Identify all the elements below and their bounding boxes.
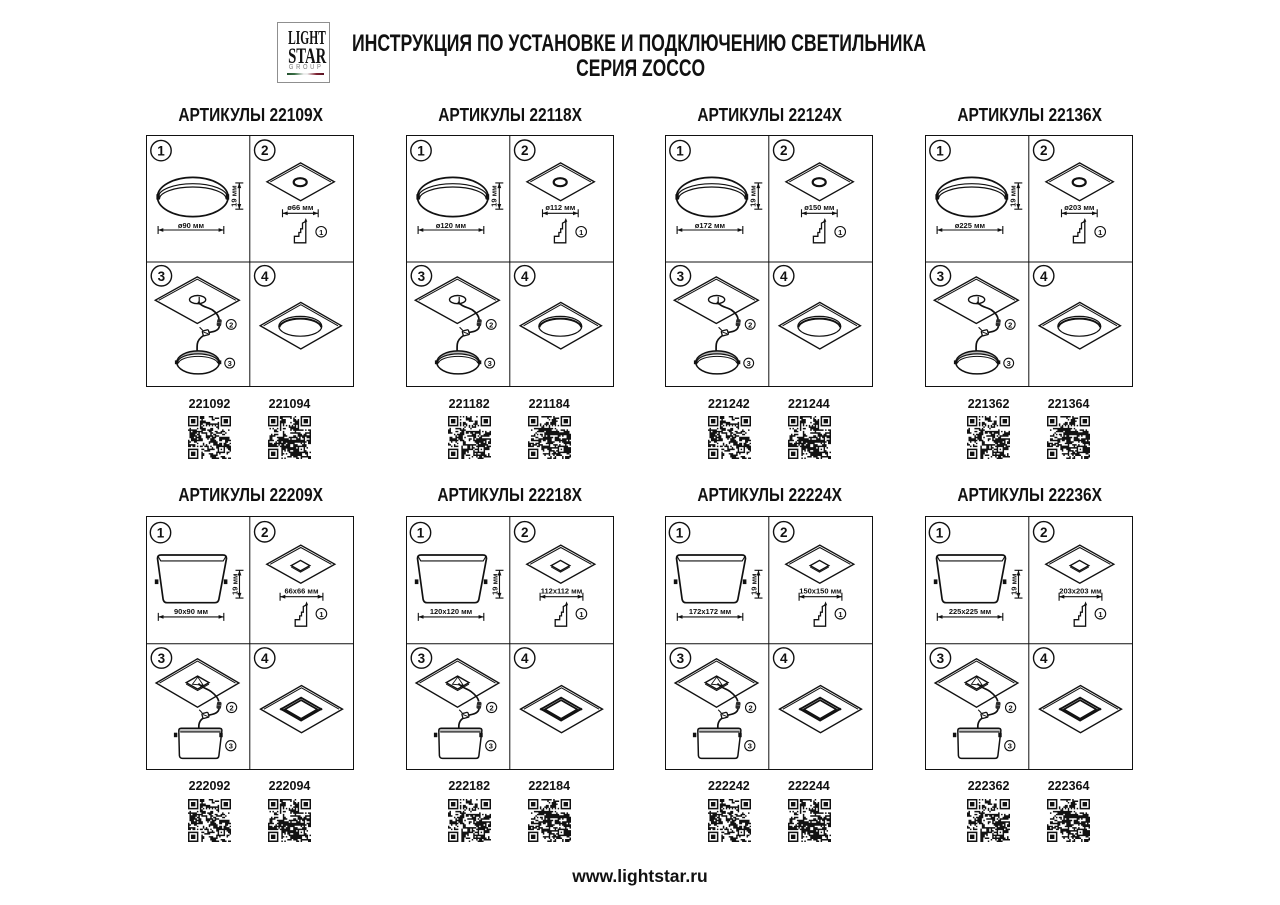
svg-text:19 мм: 19 мм xyxy=(489,185,498,207)
svg-text:3: 3 xyxy=(488,742,492,751)
svg-text:1: 1 xyxy=(839,610,843,619)
svg-text:3: 3 xyxy=(677,651,685,666)
svg-text:3: 3 xyxy=(228,359,232,368)
svg-text:4: 4 xyxy=(1040,651,1048,666)
svg-text:1: 1 xyxy=(157,144,165,159)
svg-text:1: 1 xyxy=(1098,610,1102,619)
svg-text:19 мм: 19 мм xyxy=(1008,185,1017,207)
svg-text:203x203 мм: 203x203 мм xyxy=(1059,587,1102,596)
svg-text:1: 1 xyxy=(417,144,425,159)
svg-text:2: 2 xyxy=(521,525,529,540)
svg-text:1: 1 xyxy=(1098,228,1102,237)
svg-text:3: 3 xyxy=(417,651,425,666)
svg-text:2: 2 xyxy=(489,704,493,713)
svg-text:3: 3 xyxy=(747,359,751,368)
svg-text:1: 1 xyxy=(416,526,424,541)
svg-text:172x172 мм: 172x172 мм xyxy=(689,607,732,616)
svg-text:2: 2 xyxy=(489,320,493,329)
svg-text:1: 1 xyxy=(319,228,323,237)
svg-text:1: 1 xyxy=(936,526,944,541)
svg-text:ø90 мм: ø90 мм xyxy=(178,221,205,230)
svg-text:ø120 мм: ø120 мм xyxy=(435,221,466,230)
svg-text:1: 1 xyxy=(319,610,323,619)
svg-text:3: 3 xyxy=(1007,359,1011,368)
svg-text:4: 4 xyxy=(780,651,788,666)
svg-text:1: 1 xyxy=(157,526,165,541)
svg-text:2: 2 xyxy=(261,525,269,540)
svg-text:2: 2 xyxy=(780,525,788,540)
svg-text:2: 2 xyxy=(1040,143,1048,158)
svg-text:2: 2 xyxy=(230,704,234,713)
svg-text:2: 2 xyxy=(780,143,788,158)
svg-text:4: 4 xyxy=(780,269,788,284)
svg-text:1: 1 xyxy=(839,228,843,237)
svg-text:2: 2 xyxy=(521,143,529,158)
svg-text:225x225 мм: 225x225 мм xyxy=(949,607,992,616)
svg-text:ø150 мм: ø150 мм xyxy=(805,203,836,212)
svg-text:2: 2 xyxy=(1009,704,1013,713)
svg-text:3: 3 xyxy=(158,269,166,284)
svg-text:2: 2 xyxy=(1008,320,1012,329)
svg-text:3: 3 xyxy=(487,359,491,368)
svg-text:19 мм: 19 мм xyxy=(750,573,759,595)
svg-text:120x120 мм: 120x120 мм xyxy=(430,607,473,616)
svg-text:4: 4 xyxy=(261,269,269,284)
svg-text:2: 2 xyxy=(229,320,233,329)
svg-text:3: 3 xyxy=(417,269,425,284)
svg-text:112x112 мм: 112x112 мм xyxy=(540,587,582,596)
svg-text:3: 3 xyxy=(1008,742,1012,751)
svg-text:3: 3 xyxy=(748,742,752,751)
svg-text:2: 2 xyxy=(749,704,753,713)
svg-text:19 мм: 19 мм xyxy=(229,185,238,207)
svg-text:1: 1 xyxy=(579,228,583,237)
svg-text:ø225 мм: ø225 мм xyxy=(955,221,986,230)
svg-text:3: 3 xyxy=(677,269,685,284)
svg-text:90x90 мм: 90x90 мм xyxy=(174,607,208,616)
svg-text:4: 4 xyxy=(1040,269,1048,284)
svg-text:1: 1 xyxy=(936,144,944,159)
svg-text:3: 3 xyxy=(229,742,233,751)
svg-text:19 мм: 19 мм xyxy=(1010,573,1019,595)
svg-text:19 мм: 19 мм xyxy=(749,185,758,207)
svg-text:4: 4 xyxy=(261,651,269,666)
svg-text:1: 1 xyxy=(676,526,684,541)
svg-text:19 мм: 19 мм xyxy=(490,573,499,595)
svg-text:2: 2 xyxy=(261,143,269,158)
svg-text:ø172 мм: ø172 мм xyxy=(695,221,726,230)
svg-text:1: 1 xyxy=(579,610,583,619)
svg-text:2: 2 xyxy=(1040,525,1048,540)
svg-text:3: 3 xyxy=(937,651,945,666)
svg-text:1: 1 xyxy=(677,144,685,159)
svg-text:3: 3 xyxy=(937,269,945,284)
svg-text:66x66 мм: 66x66 мм xyxy=(284,587,318,596)
svg-text:2: 2 xyxy=(749,320,753,329)
svg-text:ø203 мм: ø203 мм xyxy=(1064,203,1095,212)
svg-text:ø112 мм: ø112 мм xyxy=(545,203,575,212)
svg-text:4: 4 xyxy=(521,269,529,284)
svg-text:ø66 мм: ø66 мм xyxy=(287,203,314,212)
svg-text:150x150 мм: 150x150 мм xyxy=(800,587,843,596)
svg-text:19 мм: 19 мм xyxy=(231,573,240,595)
svg-text:3: 3 xyxy=(158,651,166,666)
svg-text:4: 4 xyxy=(521,651,529,666)
